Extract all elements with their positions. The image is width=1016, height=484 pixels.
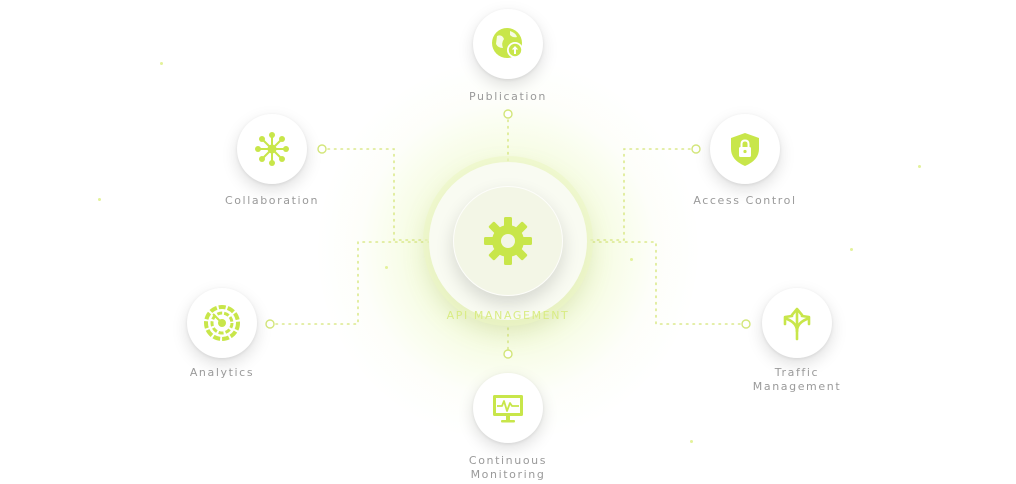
connector-traffic bbox=[587, 241, 741, 325]
label-monitoring-line2: Monitoring bbox=[470, 468, 546, 481]
sparkle-dot bbox=[918, 165, 921, 168]
connector-end-monitoring bbox=[503, 349, 513, 359]
center-label: API MANAGEMENT bbox=[446, 309, 570, 322]
label-monitoring-line1: Continuous bbox=[468, 454, 548, 467]
label-traffic-line2: Management bbox=[752, 380, 842, 393]
connector-end-traffic bbox=[741, 319, 751, 329]
monitor-pulse-icon bbox=[493, 395, 523, 423]
node-publication[interactable] bbox=[473, 9, 543, 79]
analytics-dial-icon bbox=[204, 305, 240, 341]
split-arrows-icon bbox=[783, 307, 811, 341]
connector-end-access-control bbox=[691, 144, 701, 154]
center-node[interactable] bbox=[453, 186, 563, 296]
sparkle-dot bbox=[160, 62, 163, 65]
node-analytics[interactable] bbox=[187, 288, 257, 358]
sparkle-dot bbox=[690, 440, 693, 443]
label-continuous-monitoring: Continuous Monitoring bbox=[438, 454, 578, 482]
network-hub-icon bbox=[255, 132, 289, 166]
connector-collaboration bbox=[327, 148, 441, 241]
node-continuous-monitoring[interactable] bbox=[473, 373, 543, 443]
gear-icon bbox=[484, 217, 532, 265]
node-traffic-management[interactable] bbox=[762, 288, 832, 358]
connector-end-publication bbox=[503, 109, 513, 119]
sparkle-dot bbox=[385, 266, 388, 269]
connector-access-control bbox=[577, 148, 691, 241]
sparkle-dot bbox=[98, 198, 101, 201]
sparkle-dot bbox=[850, 248, 853, 251]
label-collaboration: Collaboration bbox=[224, 194, 320, 207]
label-analytics: Analytics bbox=[189, 366, 255, 379]
node-collaboration[interactable] bbox=[237, 114, 307, 184]
sparkle-dot bbox=[630, 258, 633, 261]
label-traffic-management: Traffic Management bbox=[727, 366, 867, 394]
shield-lock-icon bbox=[731, 133, 759, 166]
connector-end-analytics bbox=[265, 319, 275, 329]
globe-upload-icon bbox=[492, 28, 523, 58]
label-publication: Publication bbox=[469, 90, 547, 103]
node-access-control[interactable] bbox=[710, 114, 780, 184]
label-access-control: Access Control bbox=[693, 194, 797, 207]
label-traffic-line1: Traffic bbox=[774, 366, 820, 379]
connector-end-collaboration bbox=[317, 144, 327, 154]
connector-analytics bbox=[275, 241, 431, 325]
